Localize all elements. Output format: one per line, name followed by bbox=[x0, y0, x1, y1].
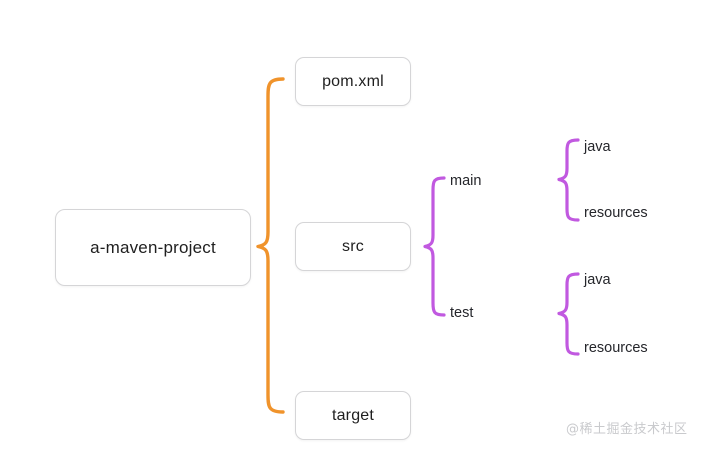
node-label-src: src bbox=[342, 237, 364, 255]
brace-root-children bbox=[256, 77, 285, 414]
brace-main-children bbox=[557, 138, 580, 222]
node-label-target: target bbox=[331, 406, 375, 424]
watermark: @稀土掘金技术社区 bbox=[566, 422, 688, 437]
node-label-root: a-maven-project bbox=[90, 237, 216, 257]
node-label-main: main bbox=[450, 173, 482, 189]
node-label-test-resources: resources bbox=[584, 340, 648, 356]
node-label-test: test bbox=[450, 305, 474, 321]
brace-src-children bbox=[423, 176, 446, 317]
node-pom-xml[interactable]: pom.xml bbox=[295, 57, 411, 106]
node-label-pom-xml: pom.xml bbox=[322, 72, 384, 90]
node-label-main-resources: resources bbox=[584, 205, 648, 221]
node-a-maven-project[interactable]: a-maven-project bbox=[55, 209, 251, 286]
node-label-main-java: java bbox=[584, 139, 611, 155]
node-label-test-java: java bbox=[584, 272, 611, 288]
brace-test-children bbox=[557, 272, 580, 356]
node-src[interactable]: src bbox=[295, 222, 411, 271]
node-target[interactable]: target bbox=[295, 391, 411, 440]
